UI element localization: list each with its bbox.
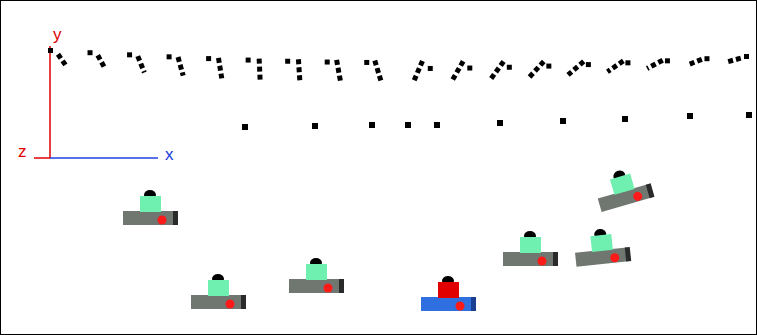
marker-dot	[546, 64, 551, 69]
marker-dot	[206, 56, 211, 61]
camera-base	[503, 252, 555, 266]
camera-head	[208, 280, 229, 296]
camera-model	[573, 226, 631, 267]
marker-dash	[178, 57, 183, 76]
marker-dash	[138, 56, 145, 72]
camera-head	[610, 174, 635, 195]
x-axis	[50, 157, 158, 159]
marker-dot	[746, 112, 752, 118]
marker-dot	[312, 123, 318, 129]
marker-dash	[451, 61, 463, 82]
marker-dot	[428, 66, 433, 71]
marker-points	[48, 48, 752, 130]
camera-base-end	[553, 252, 558, 266]
z-axis	[34, 157, 50, 159]
marker-dot	[507, 65, 512, 70]
marker-dot	[467, 66, 472, 71]
marker-dash	[490, 61, 504, 80]
marker-dot	[497, 120, 503, 126]
marker-dot	[434, 122, 440, 128]
marker-dot	[369, 122, 375, 128]
camera-base	[191, 295, 243, 309]
axis-label-x: x	[165, 146, 174, 163]
camera-base-end	[471, 297, 476, 311]
camera-head	[438, 282, 459, 298]
camera-base	[289, 279, 341, 293]
marker-dash	[647, 60, 663, 68]
marker-dot	[246, 58, 251, 63]
camera-model	[123, 190, 178, 225]
marker-dash	[98, 55, 106, 69]
marker-dash	[58, 54, 66, 65]
camera-group	[123, 163, 654, 311]
marker-dash	[375, 60, 382, 83]
marker-dot	[625, 60, 630, 65]
marker-dash	[337, 60, 341, 83]
camera-lens-dot	[226, 300, 235, 309]
camera-model	[421, 276, 476, 311]
camera-lens-dot	[456, 302, 465, 311]
camera-model	[289, 258, 344, 293]
camera-model	[503, 231, 558, 266]
axis-label-z: z	[18, 143, 27, 160]
camera-head	[140, 196, 161, 212]
marker-dot	[586, 62, 591, 67]
marker-dash	[218, 58, 221, 78]
camera-base	[123, 211, 175, 225]
marker-dot	[325, 60, 330, 65]
marker-dot	[622, 116, 628, 122]
marker-dot	[665, 58, 670, 63]
marker-dash	[568, 61, 584, 75]
marker-dash	[607, 61, 623, 72]
marker-dash	[687, 59, 702, 65]
camera-lens-dot	[324, 284, 333, 293]
marker-dot	[744, 54, 749, 59]
camera-base	[421, 297, 473, 311]
camera-lens-dot	[158, 216, 167, 225]
camera-base-end	[646, 183, 655, 198]
camera-base-end	[241, 295, 246, 309]
camera-lens-dot	[632, 191, 643, 202]
camera-head	[520, 237, 541, 253]
marker-dash	[298, 59, 300, 82]
camera-lens-dot	[538, 257, 547, 266]
marker-dash	[727, 58, 741, 62]
marker-dot	[127, 52, 132, 57]
camera-head	[306, 264, 327, 280]
marker-dot	[88, 50, 93, 55]
marker-dot	[242, 124, 248, 130]
marker-dot	[364, 60, 369, 65]
marker-dot	[285, 59, 290, 64]
camera-head	[590, 234, 613, 252]
marker-dot	[48, 48, 53, 53]
camera-base-end	[173, 211, 178, 225]
y-axis	[49, 46, 51, 158]
marker-dash	[259, 59, 260, 81]
marker-dash	[413, 61, 422, 83]
marker-dot	[405, 122, 411, 128]
marker-dot	[167, 54, 172, 59]
camera-model	[191, 274, 246, 309]
camera-base-end	[339, 279, 344, 293]
camera-model	[592, 163, 655, 212]
axis-label-y: y	[53, 26, 62, 43]
camera-base-end	[625, 247, 631, 261]
camera-lens-dot	[610, 253, 620, 263]
marker-dot	[704, 56, 709, 61]
marker-dash	[529, 61, 544, 77]
marker-dot	[560, 118, 566, 124]
marker-dot	[687, 113, 693, 119]
